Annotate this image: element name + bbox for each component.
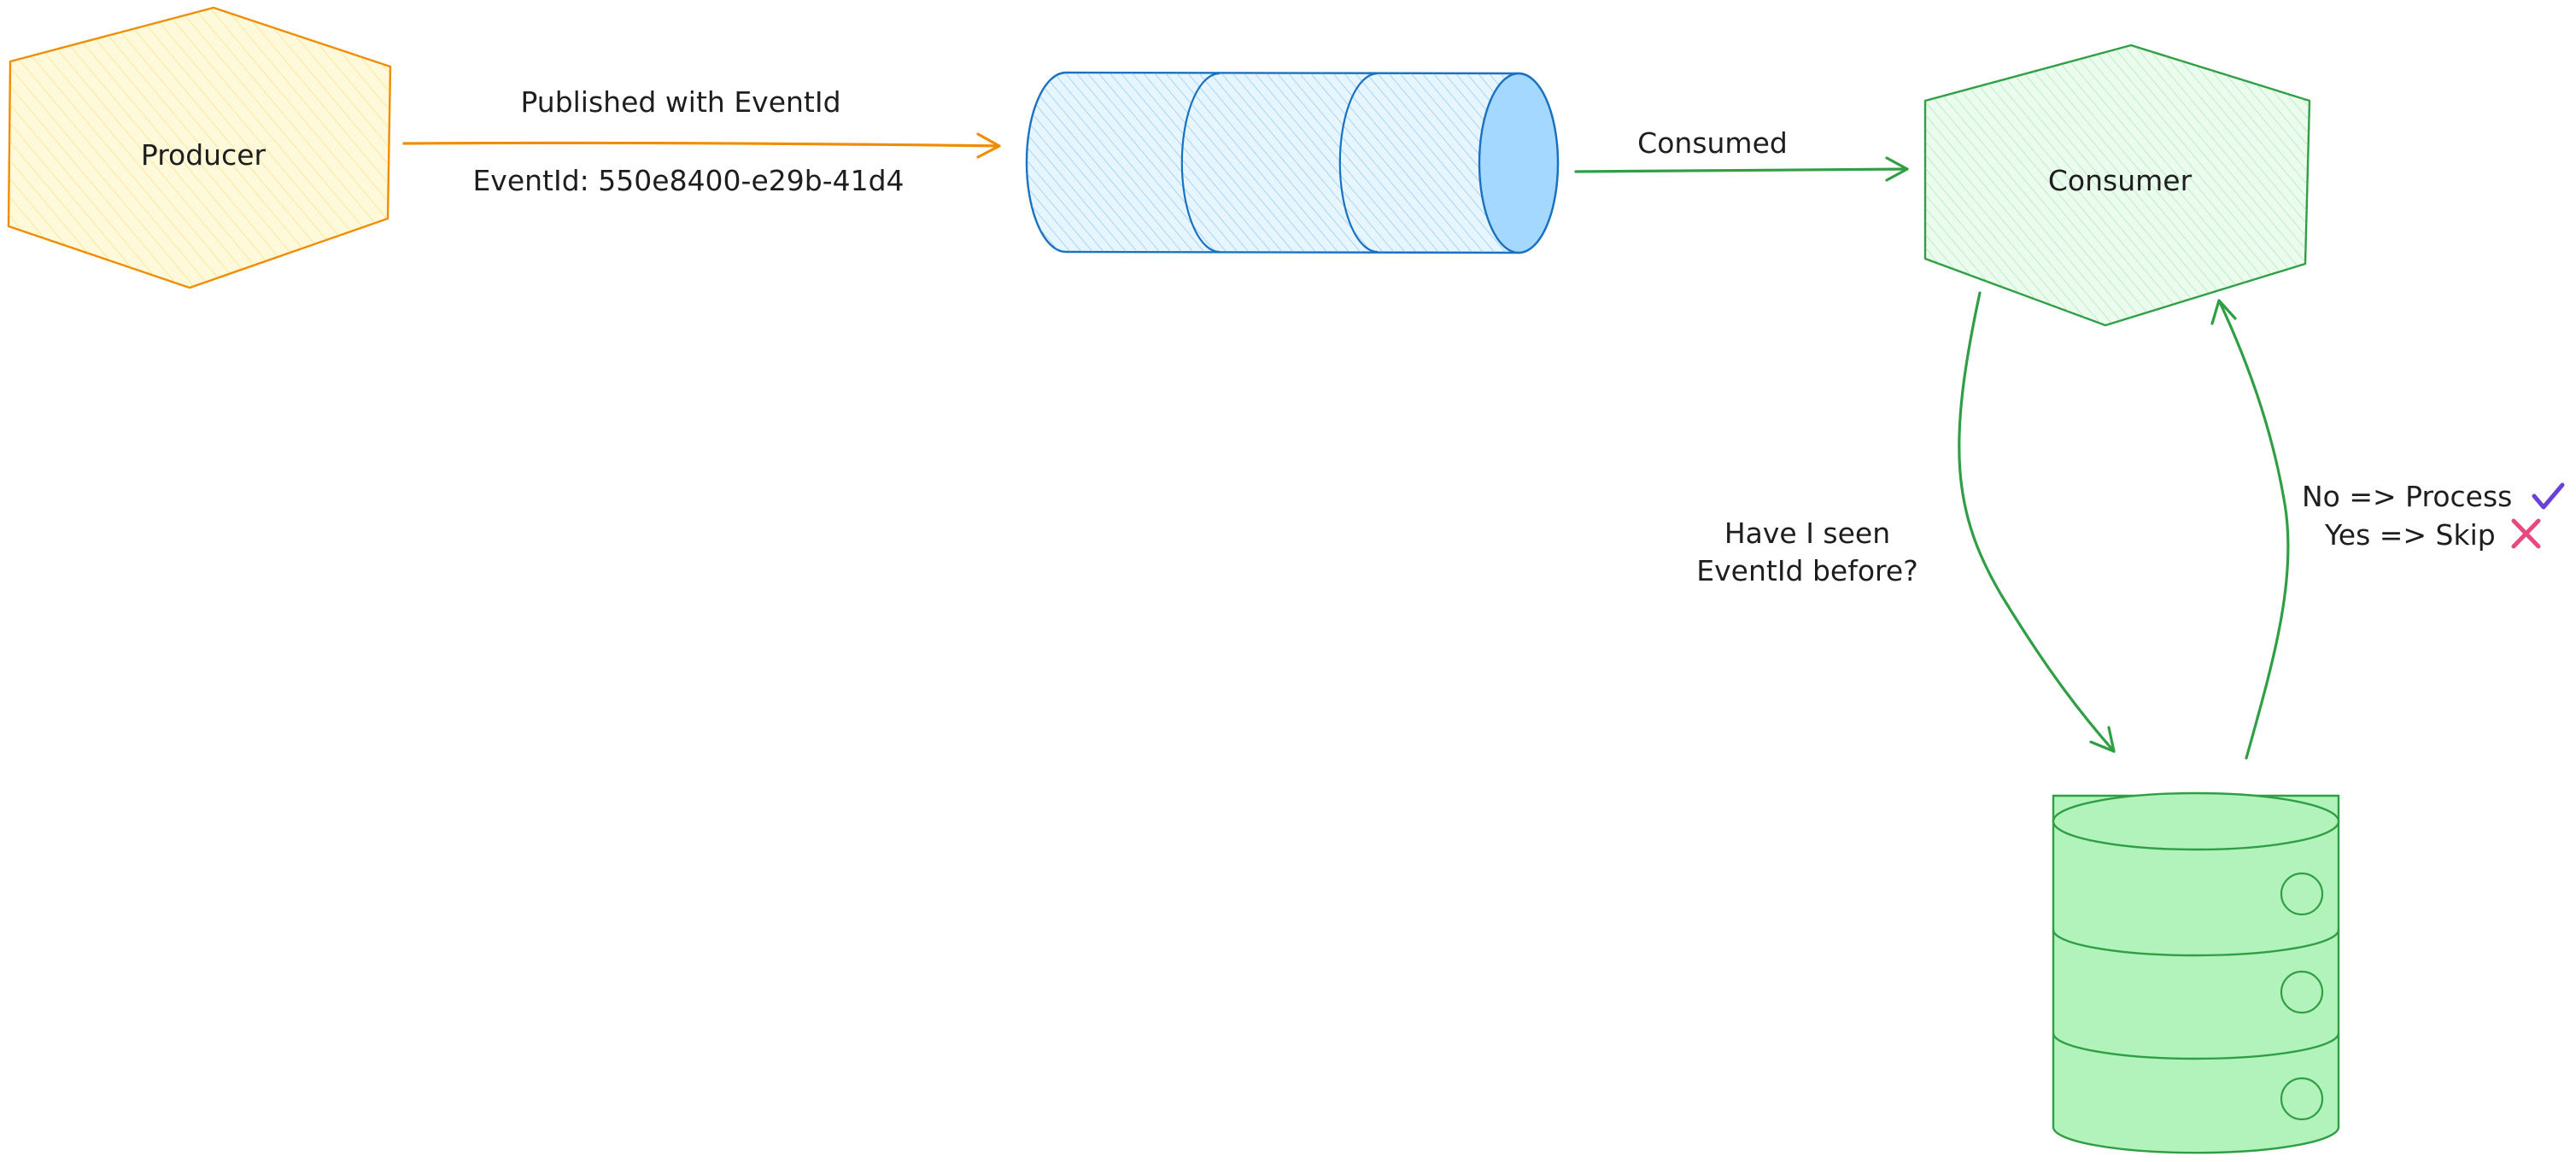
producer-node[interactable]: Producer <box>7 6 392 289</box>
queue-body-hatch <box>1027 73 1558 253</box>
queue-segment-2 <box>1338 72 1379 254</box>
check-label-line1: Have I seen <box>1724 517 1890 550</box>
queue-node[interactable] <box>1025 71 1560 254</box>
result-line2: Yes => Skip <box>2324 518 2496 552</box>
queue-segment-1 <box>1180 72 1221 254</box>
consume-arrow-line <box>1574 167 1909 173</box>
result-edge[interactable]: No => Process Yes => Skip <box>2210 299 2565 760</box>
check-edge[interactable]: Have I seen EventId before? <box>1696 291 2116 753</box>
publish-eventid-label: EventId: 550e8400-e29b-41d4 <box>472 164 904 197</box>
result-line1: No => Process <box>2302 480 2512 513</box>
database-divider-1 <box>2052 929 2340 957</box>
database-indicator-1 <box>2280 872 2324 916</box>
database-node[interactable] <box>2052 791 2340 1154</box>
consumer-node[interactable]: Consumer <box>1923 44 2311 327</box>
check-arrowhead <box>2089 726 2116 753</box>
cross-mark-icon <box>2511 518 2541 549</box>
check-arrow-line <box>1958 291 2116 753</box>
queue-end-cap <box>1478 72 1560 254</box>
result-arrowhead <box>2210 299 2237 325</box>
database-body <box>2052 794 2340 1154</box>
producer-hatch <box>9 8 390 288</box>
publish-arrowhead <box>976 132 1001 159</box>
result-arrow-line <box>2217 299 2290 760</box>
consumer-label: Consumer <box>2048 164 2193 197</box>
consume-edge[interactable]: Consumed <box>1574 126 1909 182</box>
database-indicator-2 <box>2280 970 2324 1014</box>
consume-arrowhead <box>1885 156 1909 182</box>
database-top <box>2052 791 2340 851</box>
database-indicator-3 <box>2280 1077 2324 1121</box>
producer-label: Producer <box>141 138 266 172</box>
consume-label: Consumed <box>1637 126 1788 160</box>
publish-arrow-line <box>402 141 1001 148</box>
consumer-hatch <box>1925 45 2310 325</box>
check-mark-icon <box>2532 482 2565 510</box>
database-divider-2 <box>2052 1032 2340 1060</box>
publish-edge[interactable]: Published with EventId EventId: 550e8400… <box>402 85 1001 197</box>
publish-label: Published with EventId <box>520 85 840 119</box>
check-label-line2: EventId before? <box>1696 554 1917 587</box>
